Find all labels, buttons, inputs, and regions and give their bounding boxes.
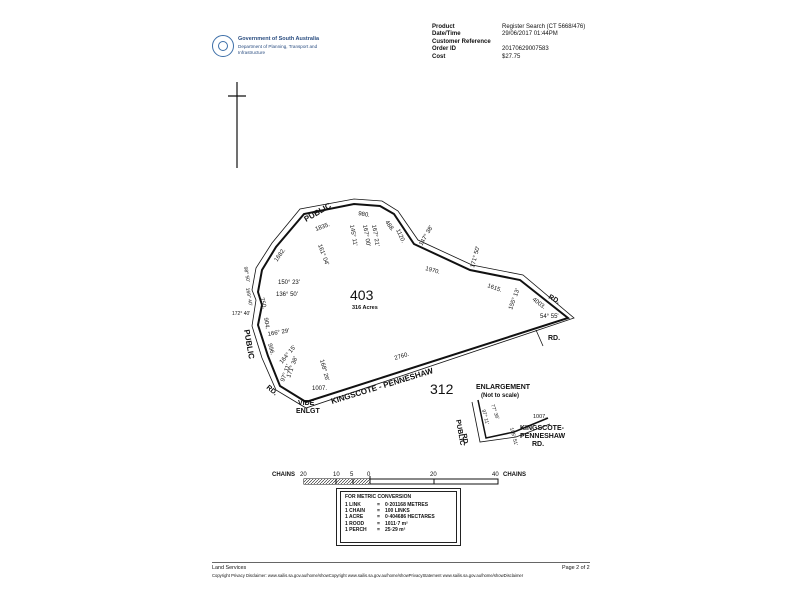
dimension-label: 2760.	[394, 352, 410, 362]
bearing-label: 98° 50'	[242, 266, 251, 282]
dimension-label: 1835.	[315, 222, 331, 233]
bearing-label: 161° 04'	[316, 244, 329, 267]
bearing-label: 169° 40'	[244, 287, 253, 306]
enlargement-dimension: 1007.	[533, 414, 547, 420]
allotment-number: 403	[350, 287, 374, 303]
enlargement-rd: RD.	[460, 433, 469, 446]
bearing-label: 167° 21'	[370, 224, 380, 247]
scale-tick: 10	[333, 472, 340, 478]
dimension-label: 1970.	[424, 266, 440, 276]
dimension-label: 1682.	[274, 247, 288, 263]
conversion-row: 1 CHAIN=100 LINKS	[345, 508, 410, 515]
government-name: Government of South Australia	[238, 36, 320, 42]
dimension-label: 996.	[266, 343, 275, 356]
dimension-label: 750.	[258, 297, 267, 310]
enlargement-penneshaw: PENNESHAW	[520, 433, 566, 440]
metric-conversion-table: FOR METRIC CONVERSION 1 LINK=0·201168 ME…	[340, 491, 457, 543]
bearing-label: 155° 13'	[508, 288, 521, 311]
scale-unit-label: CHAINS	[272, 472, 295, 478]
road-label-rd-left: RD.	[265, 384, 279, 397]
department-name: Department of Planning, Transport and In…	[238, 44, 318, 55]
parcel-boundary	[251, 198, 575, 409]
conversion-row: 1 ROOD=1011·7 m²	[345, 520, 408, 527]
bearing-label: 171° 50'	[470, 246, 481, 269]
dimension-label: 488.	[383, 220, 395, 233]
footer-divider	[212, 562, 590, 563]
scale-unit-label: CHAINS	[503, 472, 526, 478]
enlargement-drawing	[471, 399, 551, 443]
bearing-label: 172° 40'	[232, 311, 250, 317]
bearing-label: 168° 26'	[318, 359, 329, 382]
scale-tick: 20	[300, 472, 307, 478]
allotment-area: 316 Acres	[352, 305, 378, 311]
government-logo: Government of South Australia Department…	[212, 33, 322, 61]
scale-tick: 40	[492, 472, 499, 478]
scale-tick: 20	[430, 472, 437, 478]
scale-bar: CHAINS 20 10 5 0 20 40 CHAINS	[272, 472, 526, 485]
dimension-label: 1615.	[486, 283, 502, 294]
meta-row: Cost$27.75	[432, 53, 521, 60]
dimension-label: 1007.	[312, 386, 327, 392]
footer-copyright: Copyright Privacy Disclaimer: www.sailis…	[212, 573, 524, 578]
enlargement-bearing: 77° 36'	[489, 404, 500, 421]
neighbour-allotment: 312	[430, 381, 454, 397]
north-arrow-icon	[228, 82, 246, 168]
enlargement-subtitle: (Not to scale)	[481, 393, 519, 399]
enlargement-kingscote: KINGSCOTE-	[520, 425, 565, 432]
bearing-label: 166° 29'	[267, 328, 290, 338]
bearing-label: 150° 23'	[278, 280, 300, 286]
conversion-row: 1 ACRE=0·404686 HECTARES	[345, 514, 435, 521]
dimension-labels: 1835. 980. 488. 1120. 1970. 1615. 4003. …	[232, 211, 559, 392]
road-label-kingscote: KINGSCOTE - PENNESHAW	[330, 366, 435, 406]
conversion-title: FOR METRIC CONVERSION	[345, 494, 412, 500]
vide-label: VIDE	[298, 400, 315, 407]
road-label-rd-bottom: RD.	[548, 335, 560, 342]
conversion-row: 1 PERCH=25·29 m²	[345, 526, 406, 533]
bearing-label: 97° 11'	[280, 364, 292, 383]
road-label-public-top: PUBLIC	[303, 201, 333, 224]
page-number: Page 2 of 2	[562, 565, 590, 571]
dimension-label: 904.	[262, 317, 270, 330]
bearing-label: 167° 00'	[361, 224, 371, 247]
enlargement-public: PUBLIC	[454, 419, 465, 446]
meta-row: Customer Reference	[432, 38, 491, 45]
enlargement-title: ENLARGEMENT	[476, 384, 531, 391]
bearing-label: 145° 11'	[348, 224, 358, 246]
sa-government-seal-icon	[212, 35, 234, 57]
scale-tick: 5	[350, 472, 354, 478]
enlargement-bearing: 97° 11'	[480, 409, 490, 425]
vide-enlgt-label: ENLGT	[296, 408, 320, 415]
bearing-label: 54° 55'	[540, 314, 559, 320]
conversion-table-frame	[336, 488, 461, 546]
enlargement-bearing: 155° 51'	[508, 427, 519, 446]
dimension-label: 980.	[358, 211, 371, 219]
conversion-row: 1 LINK=0·201168 METRES	[345, 502, 429, 508]
bearing-label: 136° 50'	[276, 292, 298, 298]
scale-tick: 0	[367, 472, 371, 478]
footer-left: Land Services	[212, 565, 247, 571]
enlargement-rd2: RD.	[532, 441, 544, 448]
dimension-label: 1120.	[394, 228, 406, 244]
